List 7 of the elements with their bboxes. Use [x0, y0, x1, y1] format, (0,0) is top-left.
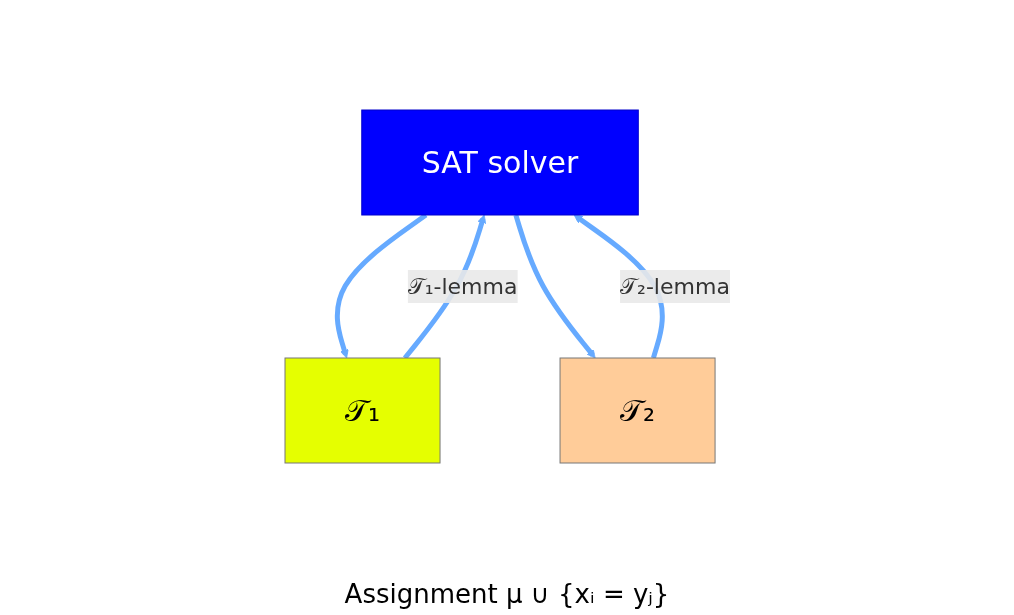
edge-label: 𝒯₂-lemma: [619, 274, 730, 299]
edge-label: 𝒯₁-lemma: [407, 274, 518, 299]
node-box: 𝒯₂: [559, 357, 716, 464]
node-box: SAT solver: [360, 109, 639, 216]
node-box: 𝒯₁: [284, 357, 441, 464]
arrow: [513, 214, 596, 359]
assignment-note: Assignment μ ∪ {xᵢ = yⱼ}: [344, 579, 670, 609]
